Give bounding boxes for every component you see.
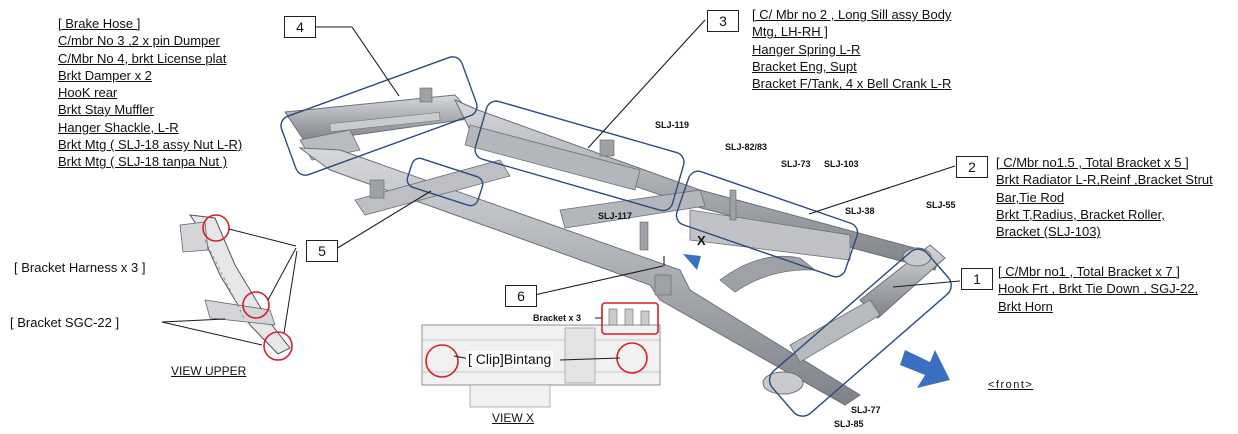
code-slj-117: SLJ-117	[598, 211, 633, 221]
callout-4-line: Brkt Stay Muffler	[58, 102, 154, 118]
view-upper-label: VIEW UPPER	[171, 364, 247, 378]
callout-4-line: HooK rear	[58, 85, 118, 101]
callout-1-line: Hook Frt , Brkt Tie Down , SGJ-22,	[998, 281, 1199, 297]
callout-4-line: Brkt Mtg ( SLJ-18 tanpa Nut )	[58, 154, 228, 170]
callout-6-number: 6	[505, 285, 537, 307]
callout-1-text: [ C/Mbr no1 , Total Bracket x 7 ] Hook F…	[998, 263, 1198, 315]
bracket-x3-label: Bracket x 3	[533, 313, 582, 323]
view-x-arrow	[683, 254, 701, 270]
chassis-frame	[284, 87, 946, 406]
callout-1-number: 1	[961, 268, 993, 290]
front-label: <front>	[988, 379, 1034, 391]
callout-4-number: 4	[284, 16, 316, 38]
view-x-label: VIEW X	[492, 411, 535, 425]
detail-circle-harness-2	[242, 291, 270, 319]
callout-1-line: [ C/Mbr no1 , Total Bracket x 7 ]	[998, 264, 1180, 279]
callout-3-line: Mtg, LH-RH ]	[752, 24, 828, 40]
callout-2-number: 2	[956, 156, 988, 178]
region-5	[406, 157, 484, 207]
code-slj-119: SLJ-119	[655, 120, 690, 130]
callout-4-line: Brkt Mtg ( SLJ-18 assy Nut L-R)	[58, 137, 243, 153]
bracket-sgc-label: [ Bracket SGC-22 ]	[10, 315, 120, 330]
callout-2-line: Bar,Tie Rod	[996, 189, 1065, 205]
callout-4-line: C/mbr No 3 ,2 x pin Dumper	[58, 33, 220, 49]
view-upper-sketch	[161, 214, 298, 361]
region-2	[675, 170, 859, 278]
callout-4-line: Hanger Shackle, L-R	[58, 119, 179, 135]
callout-4-line: C/Mbr No 4, brkt License plat	[58, 50, 227, 66]
callout-3-line: Bracket Eng, Supt	[752, 58, 857, 74]
highlight-regions	[280, 56, 952, 417]
callout-4-line: [ Brake Hose ]	[58, 16, 141, 31]
callout-3-line: Bracket F/Tank, 4 x Bell Crank L-R	[752, 76, 952, 92]
code-slj-77: SLJ-77	[851, 405, 881, 415]
callout-3-line: [ C/ Mbr no 2 , Long Sill assy Body	[752, 7, 952, 22]
callout-2-text: [ C/Mbr no1.5 , Total Bracket x 5 ] Brkt…	[996, 154, 1213, 240]
callout-2-line: [ C/Mbr no1.5 , Total Bracket x 5 ]	[996, 155, 1189, 170]
callout-3-text: [ C/ Mbr no 2 , Long Sill assy Body Mtg,…	[752, 6, 951, 92]
callout-2-line: Brkt Radiator L-R,Reinf ,Bracket Strut	[996, 172, 1213, 188]
code-slj-55: SLJ-55	[926, 200, 956, 210]
callout-2-line: Brkt T,Radius, Bracket Roller,	[996, 206, 1165, 222]
callout-2-line: Bracket (SLJ-103)	[996, 224, 1101, 240]
bracket-harness-label: [ Bracket Harness x 3 ]	[14, 260, 146, 275]
region-3	[474, 100, 685, 212]
region-4	[280, 56, 478, 176]
code-slj-85: SLJ-85	[834, 419, 864, 429]
detail-circle-harness-3	[263, 331, 293, 361]
region-1	[768, 248, 952, 417]
detail-circle-harness-1	[202, 214, 230, 242]
view-x-marker: X	[697, 233, 706, 248]
code-slj-82-83: SLJ-82/83	[725, 142, 768, 152]
leader-lines	[316, 19, 961, 297]
detail-circle-clip-left	[425, 344, 459, 378]
callout-1-line: Brkt Horn	[998, 298, 1053, 314]
clip-bintang-label: [ Clip]Bintang	[466, 351, 554, 367]
callout-4-line: Brkt Damper x 2	[58, 67, 152, 83]
code-slj-73: SLJ-73	[781, 159, 811, 169]
callout-4-text: [ Brake Hose ] C/mbr No 3 ,2 x pin Dumpe…	[58, 15, 242, 171]
callout-3-line: Hanger Spring L-R	[752, 41, 861, 57]
code-slj-38: SLJ-38	[845, 206, 875, 216]
callout-5-number: 5	[306, 240, 338, 262]
front-arrow	[900, 350, 950, 388]
code-slj-103: SLJ-103	[824, 159, 859, 169]
callout-3-number: 3	[707, 10, 739, 32]
